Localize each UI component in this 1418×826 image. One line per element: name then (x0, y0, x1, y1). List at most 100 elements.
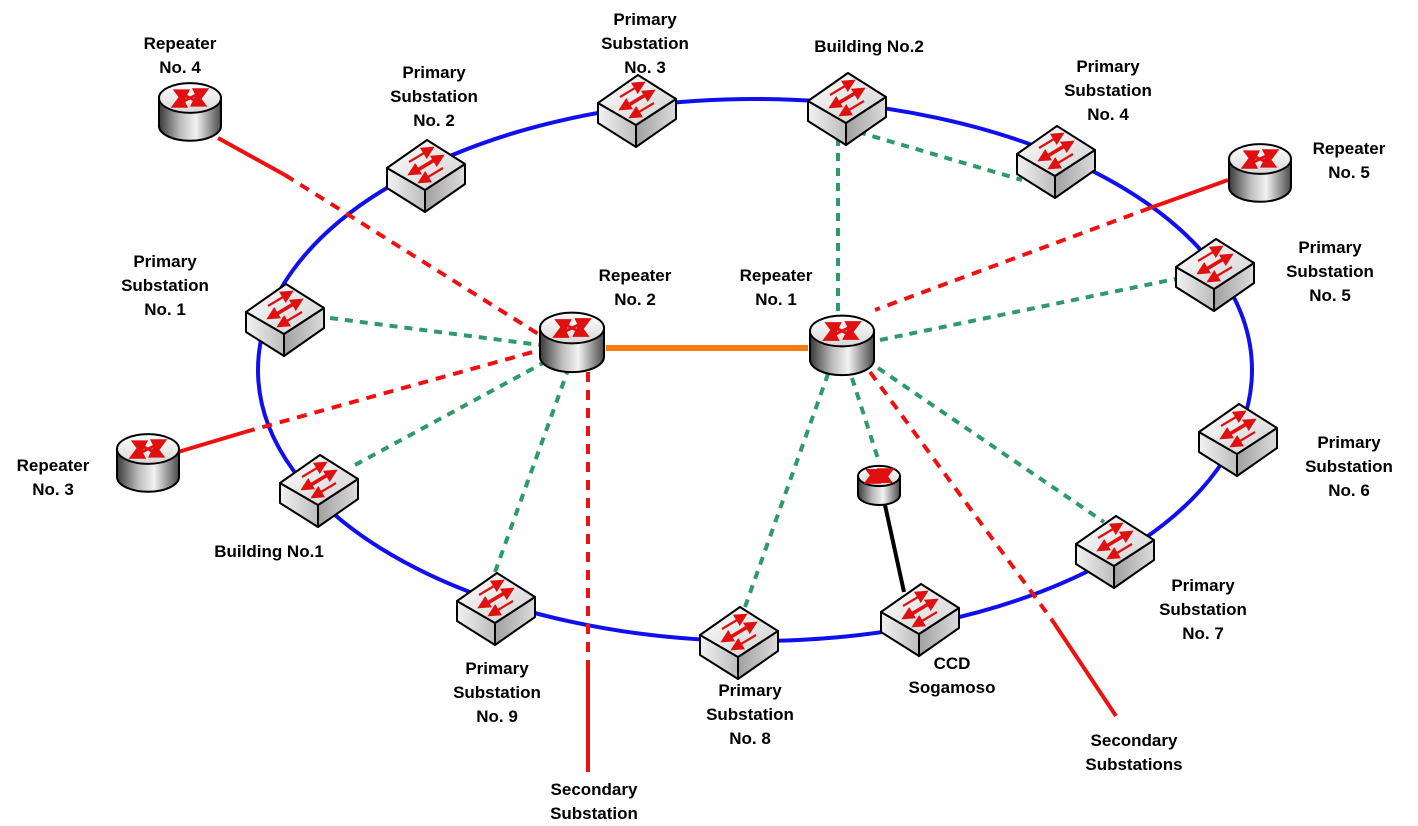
switch-icon-primary-2 (386, 139, 466, 213)
green-link-16 (857, 130, 1023, 182)
switch-icon-primary-8 (699, 606, 779, 680)
label-line: Repeater (598, 266, 672, 285)
switch-icon-primary-9 (456, 572, 536, 646)
router-icon-repeater-1 (809, 314, 875, 377)
label-line: No. 8 (729, 729, 771, 748)
label-line: No. 3 (624, 58, 666, 77)
label-line: Primary (465, 659, 529, 678)
label-line: Repeater (1312, 139, 1386, 158)
router-icon-repeater-5 (1228, 143, 1292, 203)
switch-icon-primary-5 (1175, 238, 1255, 312)
green-link-13 (354, 360, 546, 467)
switch-icon-primary-3 (597, 74, 677, 148)
label-building-2: Building No.2 (814, 35, 924, 59)
label-line: Substation (601, 34, 689, 53)
local-link-1 (883, 504, 906, 593)
reddash-link-5 (244, 348, 541, 434)
label-line: Primary (718, 681, 782, 700)
green-link-14 (493, 369, 570, 573)
label-line: Substation (1286, 262, 1374, 281)
switch-icon-ccd (880, 583, 960, 657)
red-link-11 (1050, 618, 1118, 718)
label-line: Substations (1085, 755, 1183, 774)
switch-icon-primary-4 (1016, 125, 1096, 199)
label-line: No. 3 (32, 480, 74, 499)
label-line: Building No.2 (814, 37, 924, 56)
label-line: No. 5 (1328, 163, 1370, 182)
label-line: Primary (1317, 433, 1381, 452)
label-line: No. 6 (1328, 481, 1370, 500)
label-line: Substation (1064, 81, 1152, 100)
switch-icon-primary-1 (245, 283, 325, 357)
label-line: Primary (402, 63, 466, 82)
label-line: Substation (390, 87, 478, 106)
label-line: No. 7 (1182, 624, 1224, 643)
label-line: No. 9 (476, 707, 518, 726)
router-icon-ccd-router (857, 464, 901, 506)
label-line: CCD (933, 654, 971, 673)
router-icon-repeater-4 (158, 82, 222, 142)
green-link-19 (850, 377, 881, 463)
label-ccd: CCD Sogamoso (909, 652, 996, 700)
red-link-4 (177, 430, 246, 454)
green-link-20 (876, 366, 1106, 524)
label-line: Substation (706, 705, 794, 724)
label-line: No. 1 (144, 300, 186, 319)
links-layer (177, 130, 1229, 772)
label-line: No. 2 (413, 111, 455, 130)
label-line: Primary (1171, 576, 1235, 595)
green-link-18 (743, 373, 830, 608)
label-line: Substation (1305, 457, 1393, 476)
red-link-6 (1149, 178, 1229, 210)
label-line: Repeater (16, 456, 90, 475)
label-line: Sogamoso (908, 678, 996, 697)
green-link-17 (879, 276, 1181, 342)
label-line: Secondary (1090, 731, 1178, 750)
router-icon-repeater-2 (539, 311, 605, 374)
router-icon-repeater-3 (116, 433, 180, 493)
label-line: Repeater (143, 34, 217, 53)
devices-layer (116, 72, 1292, 680)
label-line: Primary (133, 252, 197, 271)
reddash-link-10 (868, 370, 1054, 622)
switch-icon-building-1 (279, 454, 359, 528)
switch-icon-primary-7 (1075, 515, 1155, 589)
label-line: No. 1 (755, 290, 797, 309)
red-link-2 (217, 136, 286, 177)
label-line: Secondary (550, 780, 638, 799)
label-line: Substation (550, 804, 638, 823)
label-line: Building No.1 (214, 542, 324, 561)
label-line: Primary (1298, 238, 1362, 257)
label-line: Substation (453, 683, 541, 702)
switch-icon-building-2 (807, 72, 887, 146)
reddash-link-7 (874, 206, 1151, 312)
label-line: Primary (1076, 57, 1140, 76)
switch-icon-primary-6 (1198, 403, 1278, 477)
green-link-12 (329, 316, 541, 347)
label-line: No. 4 (159, 58, 201, 77)
label-line: No. 2 (614, 290, 656, 309)
label-line: No. 5 (1309, 286, 1351, 305)
label-line: No. 4 (1087, 105, 1129, 124)
label-line: Substation (121, 276, 209, 295)
label-line: Primary (613, 10, 677, 29)
label-line: Repeater (739, 266, 813, 285)
reddash-link-3 (283, 173, 542, 337)
